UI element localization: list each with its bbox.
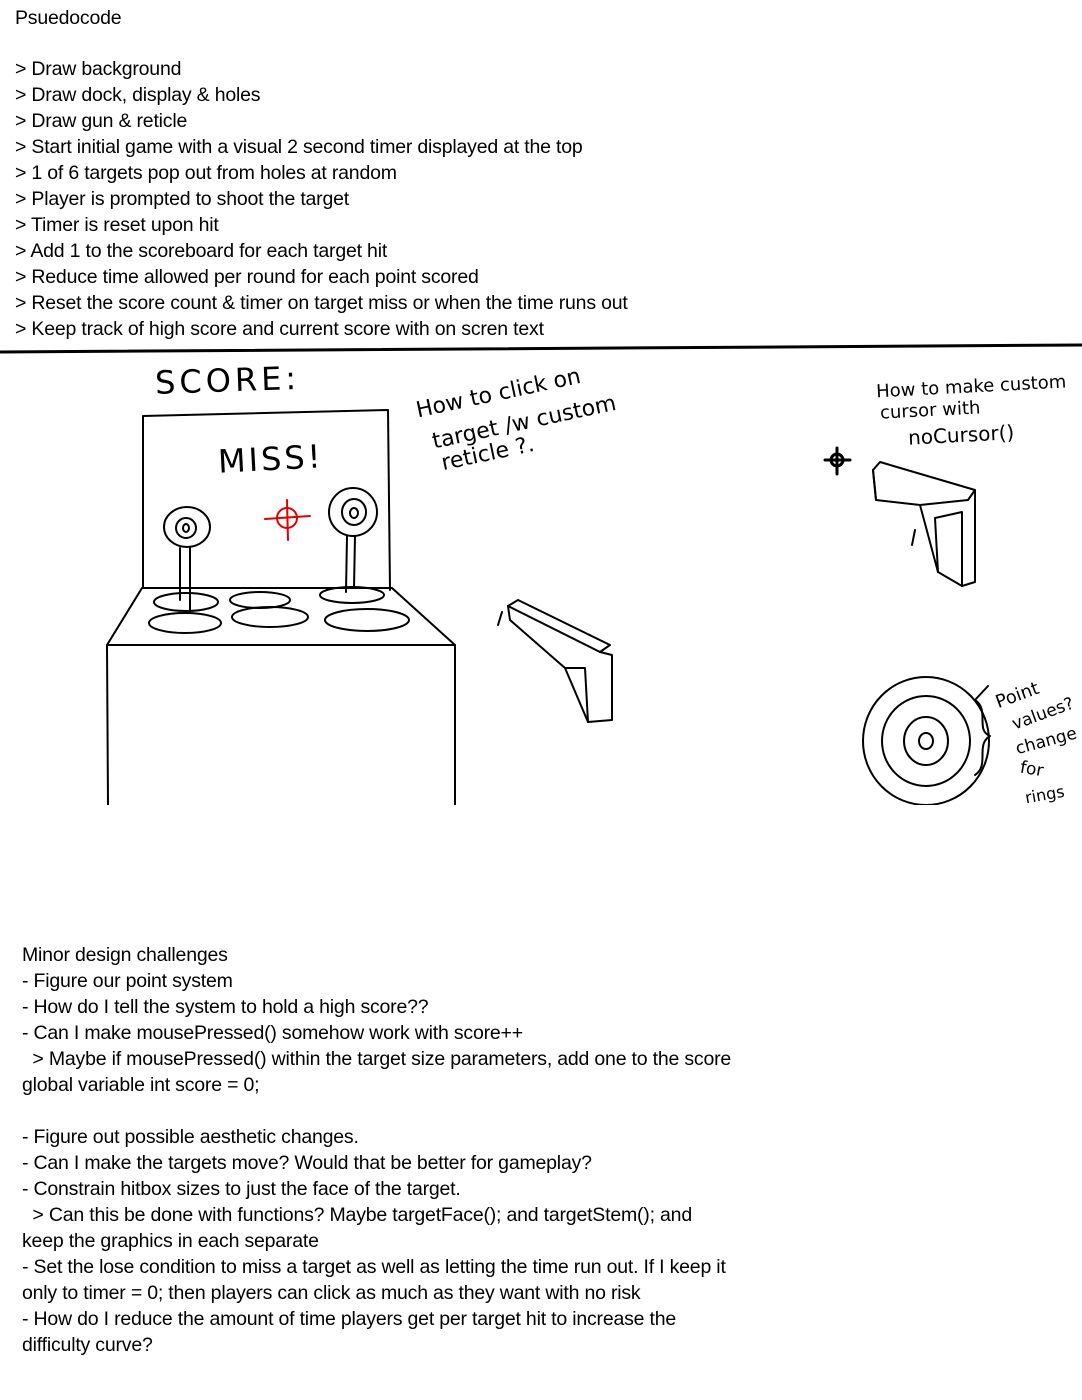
miss-label: MISS! (217, 437, 324, 480)
pseudocode-step: > Reduce time allowed per round for each… (15, 266, 479, 288)
dock-body (106, 644, 456, 805)
pseudocode-step: > Player is prompted to shoot the target (15, 188, 349, 210)
section-divider (0, 343, 1082, 354)
gun-sketch (497, 599, 613, 723)
note-points-line5: rings (1024, 782, 1066, 805)
pseudocode-section: Psuedocode > Draw background > Draw dock… (15, 6, 628, 343)
challenge-line: - Figure out possible aesthetic changes. (22, 1126, 359, 1148)
dock-holes (148, 586, 410, 634)
sketch-area: SCORE: MISS! How to click on (0, 343, 1082, 805)
challenge-line: global variable int score = 0; (22, 1074, 260, 1096)
pseudocode-step: > Draw gun & reticle (15, 110, 188, 132)
challenge-line: - Can I make mousePressed() somehow work… (22, 1022, 523, 1044)
pseudocode-step: > Timer is reset upon hit (15, 214, 219, 236)
challenge-line: keep the graphics in each separate (22, 1230, 319, 1252)
target-right (328, 487, 378, 593)
blank-line (22, 1099, 731, 1125)
target-left (163, 506, 211, 613)
pseudocode-step: > Reset the score count & timer on targe… (15, 292, 628, 314)
reticle-icon (264, 499, 311, 541)
brace (974, 685, 991, 776)
challenge-line: - Can I make the targets move? Would tha… (22, 1152, 592, 1174)
challenge-line: difficulty curve? (22, 1334, 153, 1356)
challenge-line: - How do I tell the system to hold a hig… (22, 996, 429, 1018)
pseudocode-step: > Add 1 to the scoreboard for each targe… (15, 240, 388, 262)
pseudocode-step: > Draw background (15, 58, 182, 80)
challenge-line: > Maybe if mousePressed() within the tar… (22, 1048, 732, 1070)
challenges-title: Minor design challenges (22, 944, 228, 966)
note-points-line4: for (1018, 758, 1045, 782)
pseudocode-title: Psuedocode (15, 7, 122, 29)
pseudocode-step: > Keep track of high score and current s… (15, 318, 544, 340)
ring-target (862, 676, 990, 805)
pseudocode-step: > Draw dock, display & holes (15, 84, 261, 106)
challenge-line: - Constrain hitbox sizes to just the fac… (22, 1178, 461, 1200)
challenge-line: > Can this be done with functions? Maybe… (22, 1204, 692, 1226)
challenges-section: Minor design challenges - Figure our poi… (22, 943, 731, 1359)
gun-sketch-right (872, 461, 976, 587)
display-board (142, 409, 391, 591)
crosshair-icon (823, 446, 852, 476)
challenge-line: - How do I reduce the amount of time pla… (22, 1308, 677, 1330)
note-cursor-line2: cursor with (880, 397, 981, 423)
challenge-line: - Figure our point system (22, 970, 233, 992)
score-label: SCORE: (154, 359, 300, 402)
pseudocode-step: > 1 of 6 targets pop out from holes at r… (15, 162, 397, 184)
challenge-line: only to timer = 0; then players can clic… (22, 1282, 641, 1304)
challenge-line: - Set the lose condition to miss a targe… (22, 1256, 726, 1278)
note-cursor-line3: noCursor() (907, 420, 1014, 450)
pseudocode-step: > Start initial game with a visual 2 sec… (15, 136, 583, 158)
